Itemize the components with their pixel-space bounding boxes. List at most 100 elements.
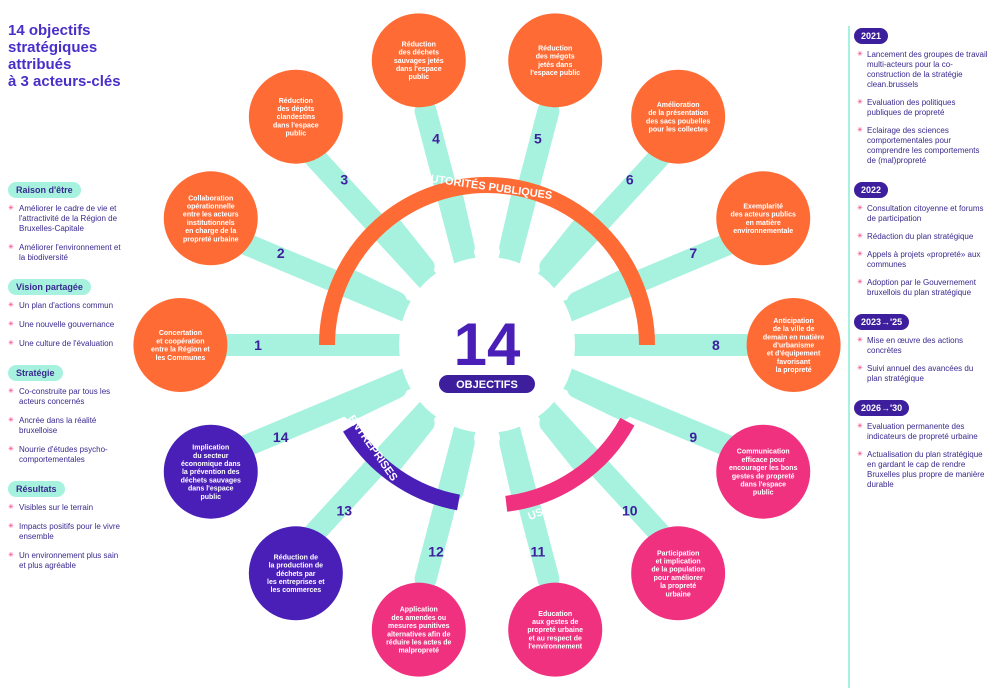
center-label: OBJECTIFS — [456, 379, 518, 391]
left-section: RésultatsVisibles sur le terrainImpacts … — [6, 479, 126, 571]
objective-text-line: favorisant — [777, 359, 811, 366]
title-line: stratégiques — [8, 39, 98, 56]
objective-text-line: des amendes ou — [391, 615, 446, 622]
section-item: Co-construite par tous les acteurs conce… — [6, 387, 126, 407]
section-item: Améliorer l'environnement et la biodiver… — [6, 243, 126, 263]
objective-text-line: et coopération — [156, 338, 204, 345]
objective-text-line: alternatives afin de — [387, 631, 451, 638]
objective-text-line: des dépôts — [277, 106, 314, 113]
objective-text-line: en matière — [746, 220, 781, 227]
objective-text-line: Amélioration — [657, 102, 700, 109]
section-item: Améliorer le cadre de vie et l'attractiv… — [6, 204, 126, 234]
inner-ray — [341, 378, 407, 421]
inner-ray — [567, 378, 633, 421]
objective-circle — [746, 298, 841, 392]
timeline-item: Consultation citoyenne et forums de part… — [850, 204, 988, 224]
objective-number: 12 — [428, 544, 444, 560]
left-section: StratégieCo-construite par tous les acte… — [6, 363, 126, 465]
objective-number: 2 — [277, 245, 285, 261]
objective-text-line: les entreprises et — [267, 579, 325, 586]
objective-number: 4 — [432, 130, 440, 146]
center-number: 14 — [454, 311, 521, 378]
objective-text-line: des mégots — [536, 54, 575, 61]
year-badge: 2022 — [854, 182, 889, 198]
objective-text-line: des acteurs publics — [731, 212, 796, 219]
timeline-item: Rédaction du plan stratégique — [850, 232, 988, 242]
objective-circle — [716, 424, 811, 519]
objective-circle — [371, 582, 466, 677]
objective-text-line: Implication — [192, 445, 229, 452]
objective-text-line: entre la Région et — [151, 347, 210, 354]
objective-text-line: du secteur — [193, 453, 229, 460]
objective-text-line: Education — [538, 611, 572, 618]
objective-text-line: Participation — [657, 550, 699, 557]
objective-circle — [163, 171, 258, 266]
timeline-item: Appels à projets «propreté» aux communes — [850, 250, 988, 270]
section-item: Une culture de l'évaluation — [6, 339, 126, 349]
objective-text-line: Communication — [737, 449, 790, 456]
objective-number: 1 — [254, 337, 262, 353]
year-badge: 2026→'30 — [854, 400, 910, 416]
objective-number: 10 — [622, 503, 638, 519]
section-item: Un environnement plus sain et plus agréa… — [6, 551, 126, 571]
objective-text-line: sauvages jetés — [394, 58, 444, 65]
timeline-item: Adoption par le Gouvernement bruxellois … — [850, 278, 988, 298]
objective-text-line: clandestins — [277, 114, 316, 121]
objective-text-line: Réduction — [279, 98, 313, 105]
section-heading: Raison d'être — [8, 182, 81, 198]
timeline-item: Evaluation permanente des indicateurs de… — [850, 422, 988, 442]
objective-text-line: Exemplarité — [743, 204, 783, 211]
objective-text-line: encourager les bons — [729, 465, 798, 472]
timeline-item: Suivi annuel des avancées du plan straté… — [850, 364, 988, 384]
objective-text-line: la prévention des — [182, 469, 240, 476]
objective-circle — [508, 13, 603, 108]
objective-text-line: aux gestes de — [532, 619, 578, 626]
timeline-section: 2026→'30Evaluation permanente des indica… — [850, 398, 988, 490]
objective-text-line: l'environnement — [528, 644, 582, 651]
left-section: Vision partagéeUn plan d'actions communU… — [6, 277, 126, 349]
arc-public — [319, 177, 655, 346]
objective-text-line: la production de — [269, 563, 324, 570]
objective-text-line: propreté urbaine — [527, 627, 583, 634]
objective-number: 11 — [531, 544, 546, 560]
objective-text-line: environnementale — [733, 228, 793, 235]
objective-text-line: l'espace public — [530, 70, 580, 77]
objective-text-line: entre les acteurs — [183, 212, 239, 219]
objective-text-line: et au respect de — [529, 635, 582, 642]
objective-text-line: de la présentation — [648, 110, 708, 117]
objective-text-line: Réduction — [538, 46, 572, 53]
objective-text-line: Application — [400, 607, 438, 614]
timeline-column: 2021Lancement des groupes de travail mul… — [848, 26, 988, 688]
title-line: 14 objectifs — [8, 22, 91, 39]
title-line: attribués — [8, 56, 72, 73]
objective-number: 5 — [534, 130, 542, 146]
objective-text-line: propreté urbaine — [183, 236, 239, 243]
arc-business — [343, 423, 461, 511]
timeline-section: 2021Lancement des groupes de travail mul… — [850, 26, 988, 166]
objective-text-line: dans l'espace — [188, 486, 234, 493]
objective-number: 3 — [340, 171, 348, 187]
section-heading: Stratégie — [8, 365, 63, 381]
left-section: Raison d'êtreAméliorer le cadre de vie e… — [6, 180, 126, 263]
objective-text-line: malpropreté — [399, 648, 440, 655]
objective-text-line: des sacs poubelles — [646, 118, 710, 125]
objective-text-line: déchets par — [276, 571, 316, 578]
objective-circle — [631, 69, 726, 164]
objective-text-line: opérationnelle — [187, 204, 235, 211]
inner-ray — [443, 432, 475, 502]
inner-ray — [499, 188, 531, 258]
section-heading: Vision partagée — [8, 279, 91, 295]
objective-circle — [508, 582, 603, 677]
objective-text-line: public — [200, 494, 221, 501]
objective-text-line: les Communes — [156, 355, 206, 362]
objective-text-line: la propreté — [660, 583, 696, 590]
objective-text-line: d'urbanisme — [773, 343, 814, 350]
objective-text-line: dans l'espace — [740, 481, 786, 488]
objective-circle — [248, 526, 343, 621]
objective-text-line: Concertation — [159, 330, 202, 337]
objective-circle — [631, 526, 726, 621]
inner-ray — [383, 217, 435, 277]
objective-text-line: et implication — [656, 558, 701, 565]
arc-users — [505, 417, 635, 512]
